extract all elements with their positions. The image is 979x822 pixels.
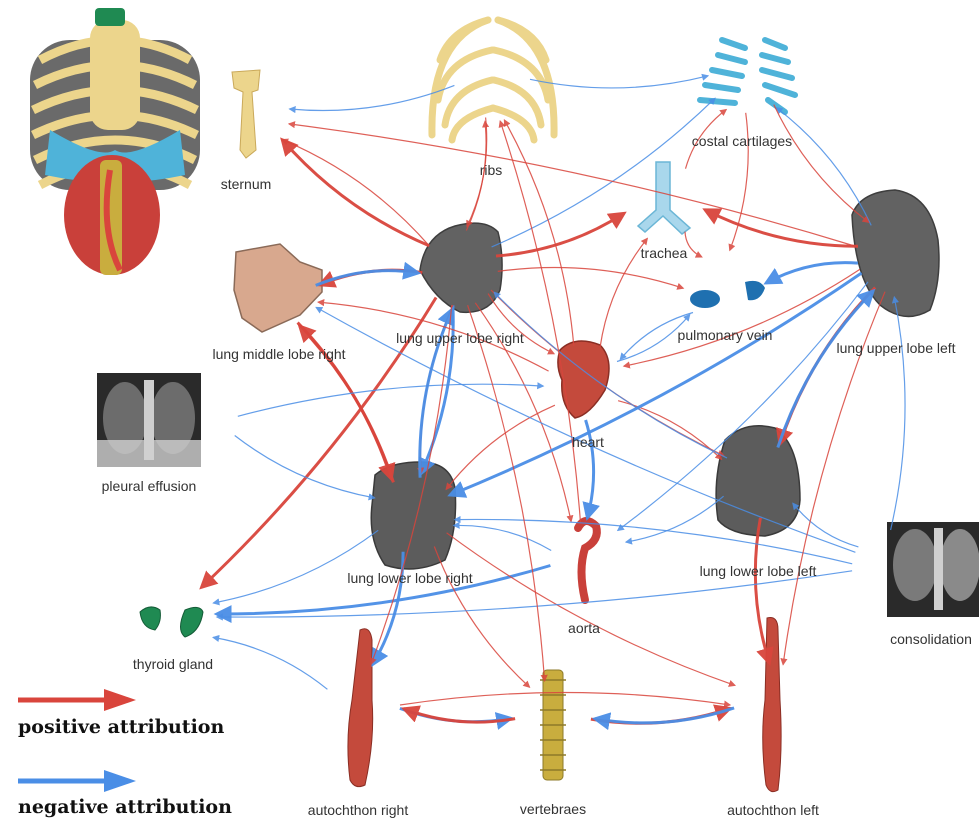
thyroid-gland-label: thyroid gland [133, 656, 213, 672]
edge-lung_upper_lobe_left-to-costal_cartilages [776, 108, 871, 226]
edge-lung_upper_lobe_right-to-sternum [282, 140, 429, 246]
vertebraes-label: vertebraes [520, 801, 586, 817]
heart-label: heart [572, 434, 604, 450]
edge-autochthon_right-to-autochthon_left [400, 693, 730, 706]
edge-lung_upper_lobe_right-to-sternum [282, 140, 429, 246]
edge-lung_upper_lobe_right-to-vertebraes [468, 305, 545, 681]
edge-lung_lower_lobe_left-to-lung_upper_lobe_right [494, 292, 727, 458]
trachea-label: trachea [641, 245, 688, 261]
edge-costal_cartilages-to-lung_upper_lobe_left [774, 105, 869, 223]
edge-lung_lower_lobe_left-to-lung_upper_lobe_left [778, 291, 873, 448]
edge-pleural_effusion-to-lung_lower_lobe_right [235, 436, 375, 498]
autochthon-right-label: autochthon right [308, 802, 408, 818]
legend-positive-label: positive attribution [18, 716, 224, 738]
lung-upper-lobe-right-label: lung upper lobe right [396, 330, 524, 346]
edge-consolidation-to-lung_lower_lobe_left [793, 503, 859, 547]
sternum-label: sternum [221, 176, 272, 192]
edge-lung_lower_lobe_left-to-autochthon_left [755, 518, 769, 663]
edge-lung_lower_lobe_left-to-aorta [626, 496, 724, 542]
pulmonary-vein-label: pulmonary vein [678, 327, 773, 343]
lung-lower-lobe-left-label: lung lower lobe left [700, 563, 817, 579]
ribs-label: ribs [480, 162, 503, 178]
edge-aorta-to-lung_lower_lobe_right [454, 525, 552, 550]
edge-ribs-to-sternum [290, 85, 455, 110]
edge-lung_upper_lobe_left-to-lung_lower_lobe_left [780, 288, 875, 445]
lung-lower-lobe-right-label: lung lower lobe right [347, 570, 472, 586]
lung-upper-lobe-left-label: lung upper lobe left [836, 340, 955, 356]
edge-lung_upper_lobe_left-to-aorta [618, 282, 868, 531]
edge-lung_upper_lobe_right-to-pulmonary_vein [498, 268, 683, 289]
edge-vertebraes-to-autochthon_right [404, 709, 515, 722]
pleural-effusion-label: pleural effusion [102, 478, 197, 494]
edge-lung_upper_lobe_left-to-trachea [705, 210, 858, 247]
edge-autochthon_left-to-vertebraes [595, 708, 734, 723]
edge-lung_middle_lobe_right-to-lung_upper_lobe_right [316, 271, 419, 286]
autochthon-left-label: autochthon left [727, 802, 819, 818]
lung-middle-lobe-right-label: lung middle lobe right [212, 346, 345, 362]
edge-ribs-to-costal_cartilages [530, 76, 708, 88]
edge-consolidation-to-lung_lower_lobe_right [455, 519, 853, 563]
edge-lung_lower_lobe_right-to-vertebraes [434, 547, 529, 688]
edge-lung_lower_lobe_right-to-thyroid_gland [213, 530, 378, 603]
edge-consolidation-to-lung_upper_lobe_left [891, 297, 905, 530]
costal-cartilages-label: costal cartilages [692, 133, 792, 149]
consolidation-label: consolidation [890, 631, 972, 647]
edge-autochthon_right-to-thyroid_gland [213, 637, 327, 689]
legend-negative-label: negative attribution [18, 796, 232, 818]
aorta-label: aorta [568, 620, 600, 636]
edge-lung_upper_lobe_right-to-trachea [496, 213, 624, 256]
